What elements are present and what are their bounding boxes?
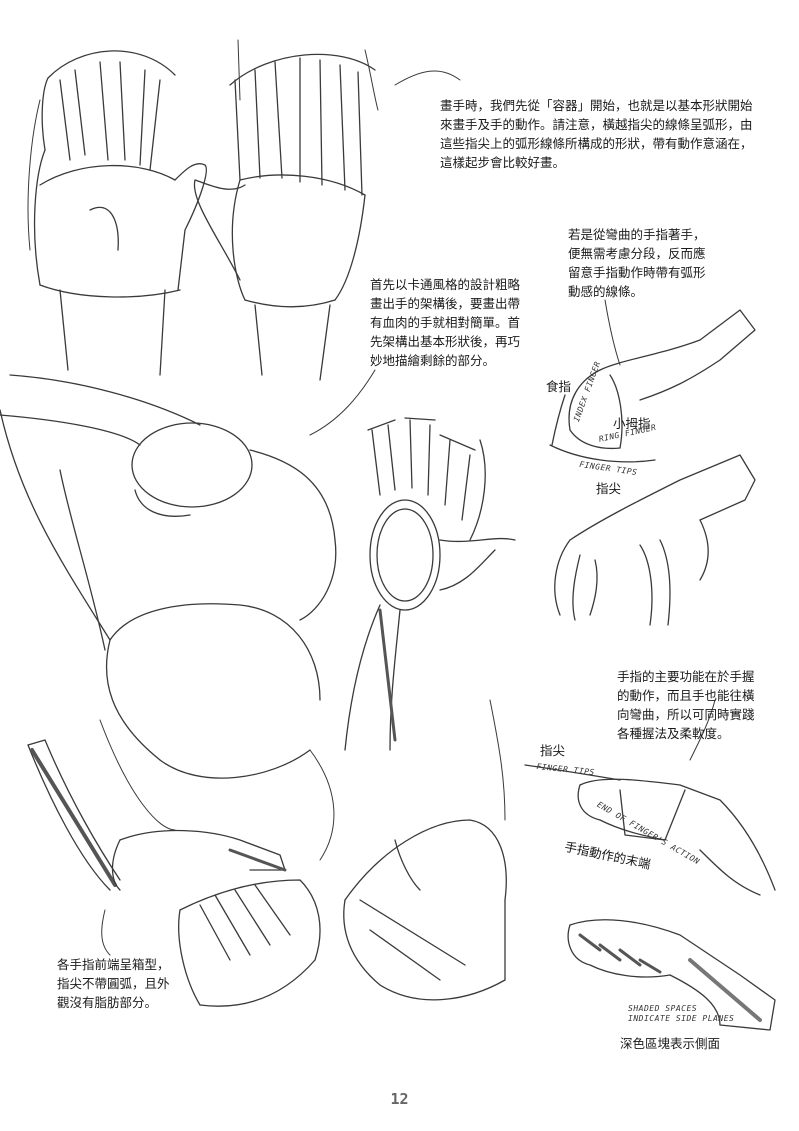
- sketch-cup-fingers: [344, 417, 516, 751]
- intro-note: 畫手時，我們先從「容器」開始，也就是以基本形狀開始 來畫手及手的動作。請注意，橫…: [440, 98, 753, 170]
- fingertip-label-2: 指尖: [540, 743, 566, 758]
- sketch-round-palm: [0, 374, 337, 861]
- sketch-curled-fingers: [554, 454, 756, 626]
- box-finger-note: 各手指前端呈箱型， 指尖不帶圓弧，且外 觀沒有脂肪部分。: [57, 957, 170, 1010]
- cartoon-structure-note: 首先以卡通風格的設計粗略 畫出手的架構後，要畫出帶 有血肉的手就相對簡單。首 先…: [370, 277, 521, 368]
- sketch-open-palm: [27, 50, 207, 376]
- bent-finger-note: 若是從彎曲的手指著手， 便無需考慮分段，反而應 留意手指動作時帶有弧形 動感的線…: [568, 227, 706, 299]
- sketch-shaded-fist: [567, 919, 776, 1031]
- sketch-bent-finger: [549, 299, 756, 463]
- little-finger-label: 小拇指: [613, 416, 651, 431]
- shaded-side-caption: 深色區塊表示側面: [620, 1036, 721, 1051]
- sketch-box-fist: [27, 739, 321, 1007]
- sketch-bottom-palm: [343, 699, 507, 1001]
- page-number: 12: [390, 1090, 409, 1108]
- sketch-boxy-hand: [193, 39, 379, 381]
- index-finger-label: 食指: [546, 379, 572, 394]
- shaded-spaces-handwritten: SHADED SPACES INDICATE SIDE PLANES: [628, 1004, 735, 1023]
- fingertip-label-1: 指尖: [596, 481, 622, 496]
- sketch-grip-hand: [524, 699, 776, 896]
- grip-note: 手指的主要功能在於手握 的動作，而且手也能往橫 向彎曲，所以可同時實踐 各種握法…: [617, 669, 755, 741]
